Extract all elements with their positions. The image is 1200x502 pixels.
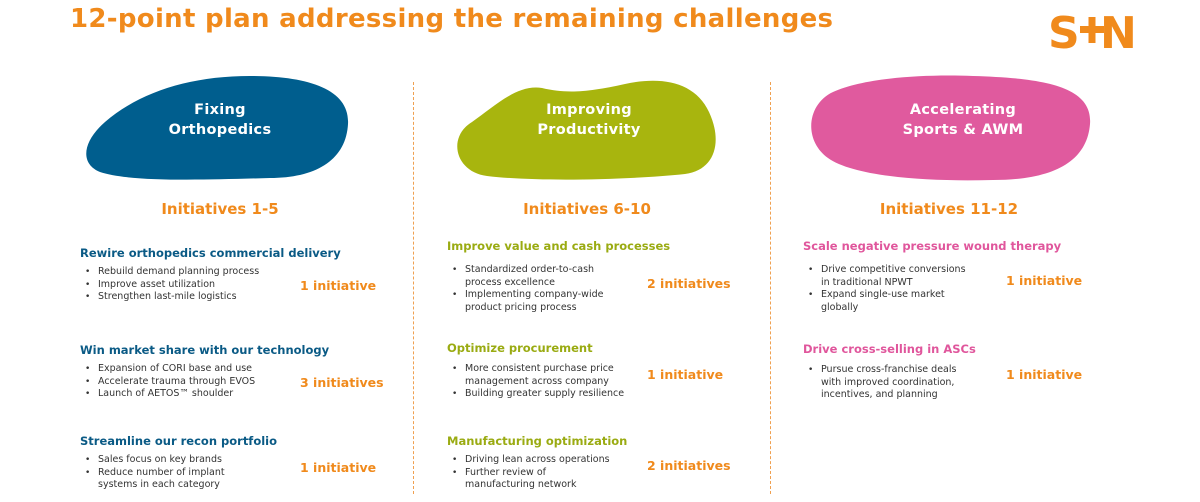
column-divider-left <box>413 82 414 494</box>
bullet-item: Implementing company-wide product pricin… <box>447 289 617 314</box>
section-title: Rewire orthopedics commercial delivery <box>80 246 341 260</box>
theme-label-orthopedics: Fixing Orthopedics <box>168 102 272 138</box>
bullet-item: Expansion of CORI base and use <box>80 363 280 376</box>
bullet-item: Expand single-use market globally <box>803 289 968 314</box>
theme-blob-orthopedics <box>86 76 349 180</box>
initiative-count: 1 initiative <box>300 460 377 475</box>
bullet-item: Reduce number of implant systems in each… <box>80 467 250 492</box>
section-optimize-procurement: Optimize procurement More consistent pur… <box>447 341 787 401</box>
column-productivity: Improving Productivity Initiatives 6-10 … <box>447 0 807 502</box>
bullet-list: More consistent purchase price managemen… <box>447 363 627 401</box>
section-streamline-recon: Streamline our recon portfolio Sales foc… <box>80 434 420 492</box>
bullet-item: Sales focus on key brands <box>80 454 250 467</box>
initiative-count: 1 initiative <box>1006 367 1083 382</box>
bullet-list: Standardized order-to-cash process excel… <box>447 264 617 314</box>
section-rewire-commercial-delivery: Rewire orthopedics commercial delivery R… <box>80 246 420 304</box>
section-cross-selling-ascs: Drive cross-selling in ASCs Pursue cross… <box>803 342 1143 402</box>
section-win-market-share: Win market share with our technology Exp… <box>80 343 420 401</box>
svg-text:S: S <box>1048 8 1080 54</box>
bullet-item: Building greater supply resilience <box>447 388 627 401</box>
section-title: Scale negative pressure wound therapy <box>803 239 1062 253</box>
bullet-item: More consistent purchase price managemen… <box>447 363 627 388</box>
bullet-item: Further review of manufacturing network <box>447 467 617 492</box>
bullet-item: Accelerate trauma through EVOS <box>80 376 280 389</box>
bullet-list: Sales focus on key brands Reduce number … <box>80 454 250 492</box>
section-title: Win market share with our technology <box>80 343 330 357</box>
bullet-item: Standardized order-to-cash process excel… <box>447 264 617 289</box>
theme-label-sports-awm: Accelerating Sports & AWM <box>902 102 1024 138</box>
smith-nephew-logo: S N <box>1048 8 1138 59</box>
bullet-item: Strengthen last-mile logistics <box>80 291 280 304</box>
section-value-cash-processes: Improve value and cash processes Standar… <box>447 239 787 314</box>
initiatives-heading: Initiatives 6-10 <box>523 200 651 218</box>
theme-blob-sports-awm <box>811 75 1091 181</box>
bullet-item: Driving lean across operations <box>447 454 617 467</box>
bullet-list: Expansion of CORI base and use Accelerat… <box>80 363 280 401</box>
bullet-list: Drive competitive conversions in traditi… <box>803 264 968 314</box>
section-title: Optimize procurement <box>447 341 593 355</box>
section-negative-pressure-wound-therapy: Scale negative pressure wound therapy Dr… <box>803 239 1143 314</box>
bullet-list: Rebuild demand planning process Improve … <box>80 266 280 304</box>
column-orthopedics: Fixing Orthopedics Initiatives 1-5 Rewir… <box>80 0 440 502</box>
bullet-item: Rebuild demand planning process <box>80 266 280 279</box>
bullet-item: Drive competitive conversions in traditi… <box>803 264 968 289</box>
bullet-list: Pursue cross-franchise deals with improv… <box>803 364 973 402</box>
section-title: Drive cross-selling in ASCs <box>803 342 976 356</box>
page-title: 12-point plan addressing the remaining c… <box>70 4 834 34</box>
initiative-count: 3 initiatives <box>300 375 384 390</box>
svg-text:N: N <box>1100 8 1137 54</box>
bullet-item: Launch of AETOS™ shoulder <box>80 388 280 401</box>
column-sports-awm: Accelerating Sports & AWM Initiatives 11… <box>803 0 1163 502</box>
initiative-count: 1 initiative <box>647 367 724 382</box>
initiatives-heading: Initiatives 1-5 <box>161 200 279 218</box>
column-divider-right <box>770 82 771 494</box>
theme-label-productivity: Improving Productivity <box>537 102 641 138</box>
initiatives-heading: Initiatives 11-12 <box>879 200 1019 218</box>
initiative-count: 2 initiatives <box>647 458 731 473</box>
bullet-item: Pursue cross-franchise deals with improv… <box>803 364 973 402</box>
section-manufacturing-optimization: Manufacturing optimization Driving lean … <box>447 434 787 492</box>
section-title: Manufacturing optimization <box>447 434 628 448</box>
theme-blob-productivity <box>457 80 716 180</box>
section-title: Streamline our recon portfolio <box>80 434 277 448</box>
initiative-count: 1 initiative <box>1006 273 1083 288</box>
bullet-list: Driving lean across operations Further r… <box>447 454 617 492</box>
section-title: Improve value and cash processes <box>447 239 671 253</box>
initiative-count: 2 initiatives <box>647 276 731 291</box>
bullet-item: Improve asset utilization <box>80 279 280 292</box>
initiative-count: 1 initiative <box>300 278 377 293</box>
